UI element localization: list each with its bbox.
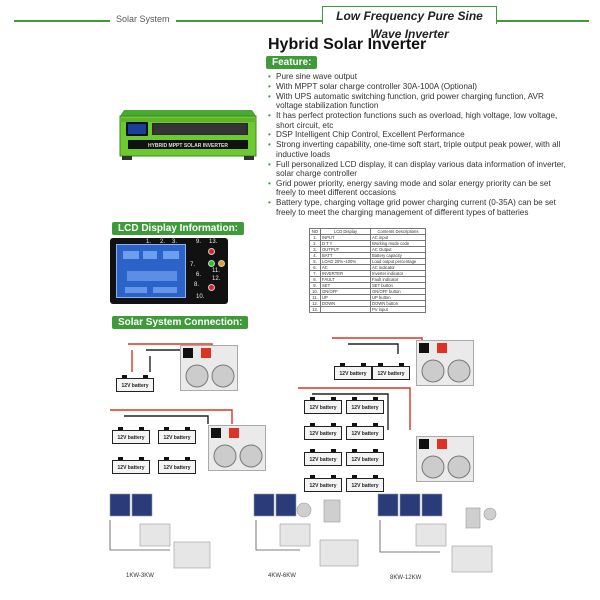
feature-list: Pure sine wave output With MPPT solar ch… bbox=[268, 72, 568, 218]
system-caption: 1KW-3KW bbox=[126, 573, 154, 579]
system-caption: 8KW-12KW bbox=[390, 575, 422, 581]
battery: 12V battery bbox=[346, 423, 384, 440]
set-button[interactable] bbox=[208, 248, 215, 255]
callout-label: 1. bbox=[146, 239, 152, 245]
battery: 12V battery bbox=[158, 457, 196, 474]
callout-label: 7. bbox=[190, 262, 196, 268]
battery: 12V battery bbox=[116, 375, 154, 392]
battery: 12V battery bbox=[158, 427, 196, 444]
callout-label: 6. bbox=[196, 272, 202, 278]
battery: 12V battery bbox=[346, 449, 384, 466]
callout-label: 8. bbox=[194, 282, 200, 288]
battery: 12V battery bbox=[112, 457, 150, 474]
callout-label: 2. bbox=[160, 239, 166, 245]
callout-label: 10. bbox=[196, 294, 205, 300]
power-button[interactable] bbox=[208, 284, 215, 291]
battery: 12V battery bbox=[346, 397, 384, 414]
wiring-diagram bbox=[110, 337, 423, 430]
battery: 12V battery bbox=[304, 423, 342, 440]
lcd-heading: LCD Display Information: bbox=[112, 222, 245, 235]
table-cell bbox=[320, 306, 371, 313]
inverter-unit bbox=[416, 436, 474, 482]
battery: 12V battery bbox=[372, 363, 410, 380]
feature-item: DSP Intelligent Chip Control, Excellent … bbox=[268, 130, 568, 140]
system-illustrations bbox=[109, 493, 497, 573]
callout-label: 3. bbox=[172, 239, 178, 245]
inverter-unit bbox=[208, 425, 266, 471]
header-rule bbox=[14, 20, 589, 22]
battery: 12V battery bbox=[112, 427, 150, 444]
battery: 12V battery bbox=[304, 449, 342, 466]
inverter-panel-label: HYBRID MPPT SOLAR INVERTER bbox=[148, 143, 228, 149]
feature-item: Battery type, charging voltage grid powe… bbox=[268, 198, 568, 217]
feature-item: Grid power priority, energy saving mode … bbox=[268, 179, 568, 198]
feature-heading: Feature: bbox=[266, 56, 318, 69]
feature-item: It has perfect protection functions such… bbox=[268, 111, 568, 130]
callout-label: 9. bbox=[196, 239, 202, 245]
feature-item: With MPPT solar charge controller 30A-10… bbox=[268, 82, 568, 92]
table-header-row: NO LCD Display Contents Descriptions bbox=[309, 228, 426, 235]
table-cell: PV input bbox=[370, 306, 426, 313]
system-caption: 4KW-6KW bbox=[268, 573, 296, 579]
battery: 12V battery bbox=[346, 475, 384, 492]
feature-item: Strong inverting capability, one-time so… bbox=[268, 140, 568, 159]
battery: 12V battery bbox=[334, 363, 372, 380]
section-tag: Solar System bbox=[110, 14, 176, 24]
battery: 12V battery bbox=[304, 475, 342, 492]
page-title: Low Frequency Pure Sine Wave Inverter bbox=[322, 6, 497, 41]
feature-item: Full personalized LCD display, it can di… bbox=[268, 160, 568, 179]
lcd-info-table: NO LCD Display Contents Descriptions 1.I… bbox=[309, 228, 426, 313]
table-row: 13. PV input bbox=[309, 306, 426, 313]
connection-heading: Solar System Connection: bbox=[112, 316, 249, 329]
inverter-product-image: HYBRID MPPT SOLAR INVERTER bbox=[119, 110, 257, 160]
callout-label: 12. bbox=[212, 276, 221, 282]
inverter-unit bbox=[180, 345, 238, 391]
down-button[interactable] bbox=[218, 260, 225, 267]
callout-label: 11. bbox=[212, 268, 220, 274]
callout-label: 13. bbox=[209, 239, 218, 245]
product-title: Hybrid Solar Inverter bbox=[268, 36, 427, 53]
lcd-segment-graphic bbox=[123, 251, 179, 293]
feature-item: Pure sine wave output bbox=[268, 72, 568, 82]
up-button[interactable] bbox=[208, 260, 215, 267]
lcd-screen bbox=[116, 244, 186, 298]
inverter-unit bbox=[416, 340, 474, 386]
feature-item: With UPS automatic switching function, g… bbox=[268, 92, 568, 111]
battery: 12V battery bbox=[304, 397, 342, 414]
table-header: Contents Descriptions bbox=[370, 228, 426, 235]
table-cell: 13. bbox=[309, 306, 321, 313]
